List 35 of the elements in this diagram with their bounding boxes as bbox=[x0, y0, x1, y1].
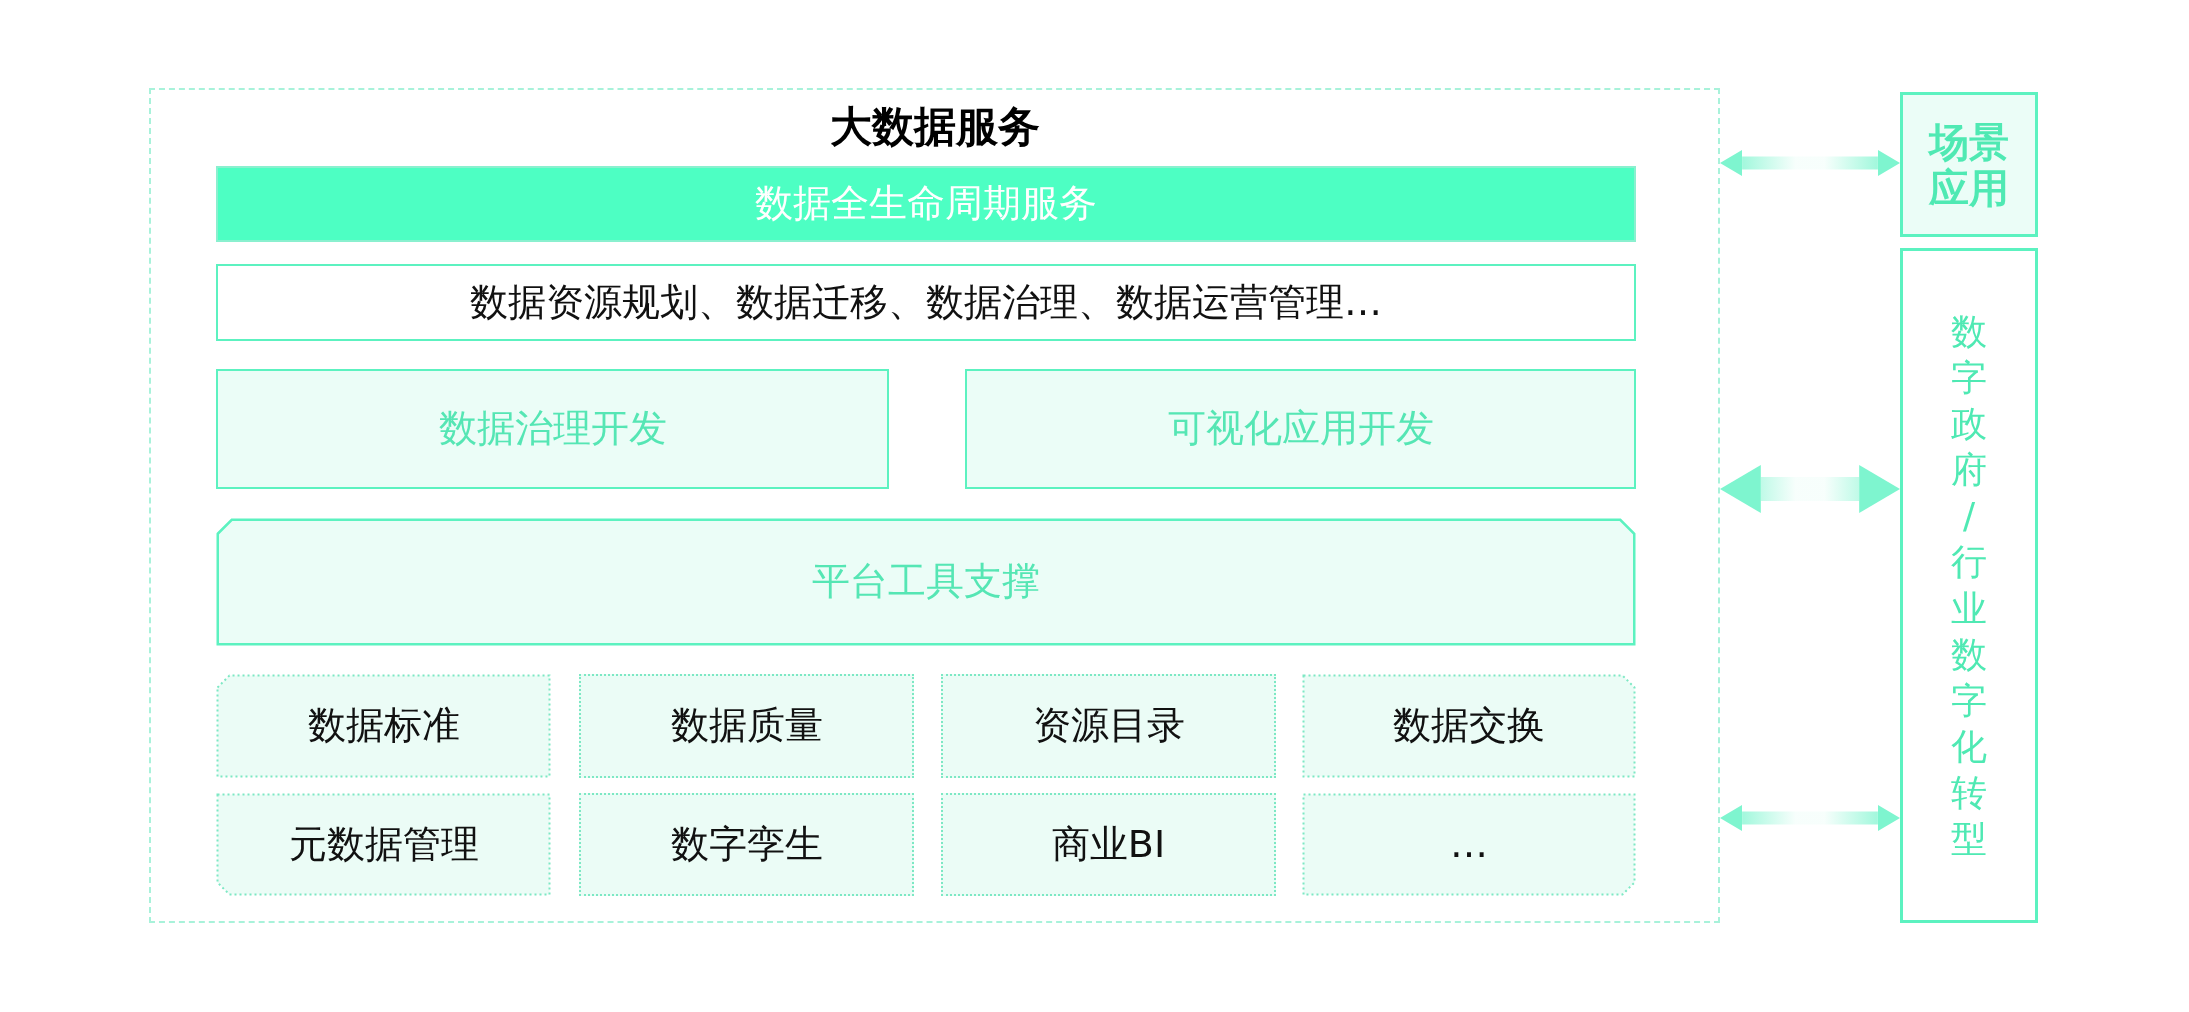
double-arrow bbox=[1720, 465, 1900, 513]
header-title: 数据全生命周期服务 bbox=[755, 181, 1097, 227]
header-bar bbox=[216, 166, 1636, 242]
platform-label: 平台工具支撑 bbox=[812, 559, 1040, 605]
platform-panel bbox=[216, 518, 1636, 646]
sector-panel bbox=[1900, 248, 2038, 923]
double-arrow bbox=[1720, 150, 1900, 176]
capability-label: 数据标准 bbox=[307, 703, 460, 749]
capability-label: 商业BI bbox=[1051, 821, 1166, 868]
capability-label: 资源目录 bbox=[1032, 703, 1185, 749]
capability-label: … bbox=[1450, 821, 1488, 868]
sector-label: 数字政府/行业数字化转型 bbox=[1951, 310, 1987, 861]
capability-label: 数字孪生 bbox=[670, 821, 823, 868]
capability-label: 数据交换 bbox=[1393, 703, 1545, 749]
capability-tile bbox=[941, 793, 1276, 896]
module-panel bbox=[216, 369, 889, 489]
capability-tile bbox=[216, 793, 551, 896]
scene-panel bbox=[1900, 92, 2038, 237]
scene-label: 场景应用 bbox=[1927, 118, 2010, 211]
capability-tile bbox=[216, 674, 551, 778]
capability-tile bbox=[941, 674, 1276, 778]
module-label: 可视化应用开发 bbox=[1167, 406, 1434, 452]
module-panel bbox=[965, 369, 1636, 489]
capability-tile bbox=[579, 793, 914, 896]
scope-bar bbox=[216, 264, 1636, 341]
scope-text: 数据资源规划、数据迁移、数据治理、数据运营管理… bbox=[470, 279, 1382, 326]
capability-tile bbox=[1302, 674, 1636, 778]
module-label: 数据治理开发 bbox=[438, 406, 667, 452]
capability-label: 数据质量 bbox=[670, 703, 823, 749]
double-arrow bbox=[1720, 805, 1900, 831]
panel-title: 大数据服务 bbox=[829, 102, 1040, 153]
service-panel bbox=[149, 88, 1720, 923]
capability-label: 元数据管理 bbox=[288, 821, 479, 868]
capability-tile bbox=[1302, 793, 1636, 896]
capability-tile bbox=[579, 674, 914, 778]
